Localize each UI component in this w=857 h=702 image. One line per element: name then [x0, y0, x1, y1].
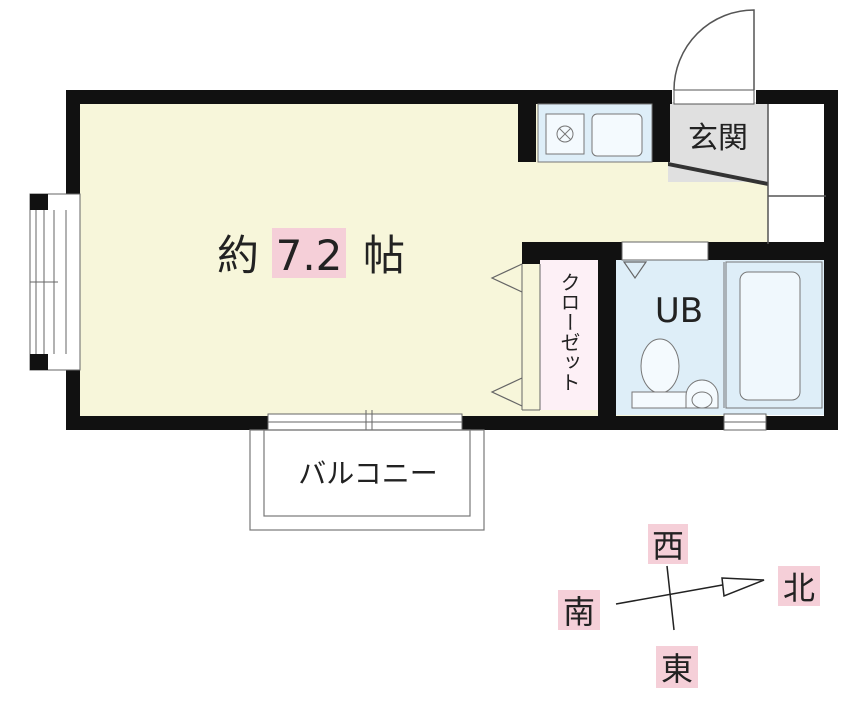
kitchen-wall-right	[652, 90, 670, 162]
compass-south-bg	[558, 590, 600, 630]
closet-bath-top-wall	[522, 242, 622, 260]
compass-axis-ns	[615, 583, 729, 605]
balcony-label: バルコニー	[298, 457, 437, 490]
compass-south: 南	[563, 593, 595, 631]
room-size-highlight	[272, 228, 346, 278]
balcony	[249, 429, 485, 531]
wall-top-right	[756, 90, 838, 104]
room-size-prefix: 約	[217, 231, 259, 280]
bathtub-basin	[739, 271, 801, 401]
burner-icon	[556, 125, 574, 143]
kitchen-wall-left	[518, 90, 536, 162]
closet-door-lower	[490, 377, 523, 407]
compass-arrow-icon	[721, 577, 765, 598]
closet-bath-divider	[598, 242, 616, 430]
entrance-threshold	[668, 162, 768, 186]
entrance-label: 玄関	[688, 121, 748, 156]
closet-door-upper	[490, 263, 523, 293]
compass-east: 東	[661, 650, 693, 688]
closet-left-wall	[522, 242, 540, 264]
wall-bottom-right	[766, 416, 838, 430]
compass-north: 北	[783, 569, 815, 607]
room-size-unit: 帖	[363, 231, 405, 280]
compass: 西 南 北 東	[558, 524, 820, 688]
wall-top-left	[66, 90, 672, 104]
wall-left-upper	[66, 90, 80, 195]
entrance-door-swing	[673, 9, 755, 91]
closet-floor	[540, 260, 598, 410]
closet-label: クローゼット	[557, 272, 581, 392]
compass-north-bg	[778, 566, 820, 606]
compass-axis-ew	[666, 565, 675, 631]
toilet-tank-icon	[631, 391, 691, 409]
bath-door-opening	[621, 241, 709, 261]
entrance-door-frame	[673, 89, 755, 105]
compass-west-bg	[648, 524, 688, 564]
wall-bottom-left	[66, 416, 268, 430]
unit-bath-label: UB	[655, 291, 703, 331]
room-size-value: 7.2	[276, 231, 343, 280]
bath-top-wall-right	[708, 242, 838, 260]
bath-door-marker	[622, 261, 648, 280]
compass-west: 西	[652, 527, 684, 565]
sink-icon	[591, 113, 643, 157]
bath-sink-icon	[685, 379, 719, 409]
wall-bottom-mid	[462, 416, 724, 430]
compass-east-bg	[656, 646, 698, 688]
wall-left-lower	[66, 368, 80, 430]
toilet-bowl-icon	[640, 338, 680, 394]
hall-floor-white	[768, 102, 826, 252]
